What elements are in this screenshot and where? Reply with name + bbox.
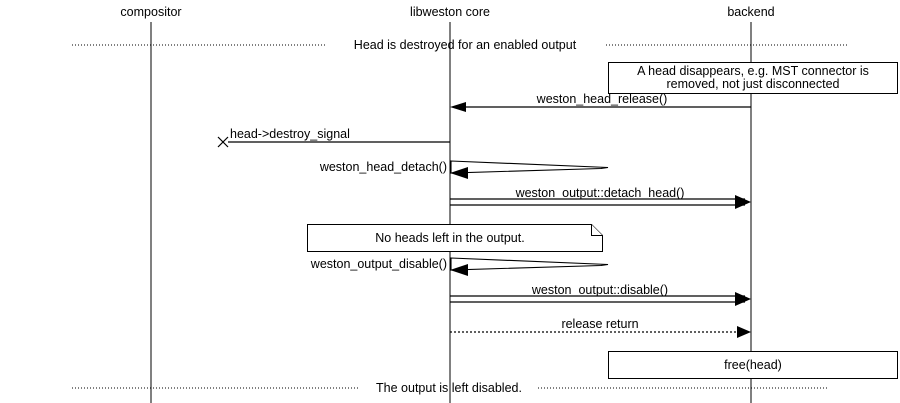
message-weston-head-release-arrowhead bbox=[450, 102, 466, 112]
note-no-heads-left: No heads left in the output. bbox=[307, 224, 603, 252]
separator-bottom: The output is left disabled. bbox=[72, 381, 828, 395]
message-weston-output-disable-backend-label: weston_output::disable() bbox=[531, 283, 668, 297]
separator-top: Head is destroyed for an enabled output bbox=[72, 38, 848, 52]
message-release-return-arrowhead bbox=[737, 326, 751, 338]
note-free-head-box bbox=[608, 351, 898, 379]
message-weston-head-release: weston_head_release() bbox=[450, 92, 751, 112]
actor-label-compositor: compositor bbox=[120, 5, 181, 19]
separator-top-label: Head is destroyed for an enabled output bbox=[354, 38, 577, 52]
message-weston-head-detach-wedge bbox=[450, 160, 609, 174]
note-mst-connector: A head disappears, e.g. MST connector is… bbox=[608, 62, 898, 94]
message-weston-output-disable-backend: weston_output::disable() bbox=[450, 283, 751, 306]
message-weston-output-disable-backend-arrowhead bbox=[735, 292, 751, 306]
note-no-heads-left-fold bbox=[591, 224, 603, 236]
note-mst-connector-box bbox=[608, 62, 898, 94]
message-weston-output-detach-head-label: weston_output::detach_head() bbox=[515, 186, 685, 200]
note-no-heads-left-label: No heads left in the output. bbox=[375, 231, 524, 245]
note-free-head-label: free(head) bbox=[724, 358, 782, 372]
message-weston-head-detach-label: weston_head_detach() bbox=[319, 160, 447, 174]
separator-bottom-label: The output is left disabled. bbox=[376, 381, 522, 395]
message-head-destroy-signal: head->destroy_signal bbox=[217, 127, 450, 148]
message-weston-output-disable-arrowhead bbox=[450, 264, 468, 276]
note-no-heads-left-box bbox=[307, 224, 603, 252]
actor-label-backend: backend bbox=[727, 5, 774, 19]
actor-label-libweston-core: libweston core bbox=[410, 5, 490, 19]
message-head-destroy-signal-lost-marker bbox=[217, 136, 229, 148]
message-weston-head-detach-arrowhead bbox=[450, 167, 468, 179]
actor-headers: compositor libweston core backend bbox=[120, 5, 774, 19]
message-weston-head-detach: weston_head_detach() bbox=[319, 160, 609, 179]
note-mst-connector-line-2: removed, not just disconnected bbox=[666, 77, 839, 91]
message-weston-output-detach-head-arrowhead bbox=[735, 195, 751, 209]
message-weston-output-disable: weston_output_disable() bbox=[310, 257, 609, 276]
note-free-head: free(head) bbox=[608, 351, 898, 379]
message-weston-output-detach-head: weston_output::detach_head() bbox=[450, 186, 751, 209]
note-mst-connector-line-1: A head disappears, e.g. MST connector is bbox=[637, 64, 869, 78]
message-weston-output-disable-label: weston_output_disable() bbox=[310, 257, 447, 271]
message-release-return-label: release return bbox=[561, 317, 638, 331]
message-weston-head-release-label: weston_head_release() bbox=[536, 92, 668, 106]
message-head-destroy-signal-label: head->destroy_signal bbox=[230, 127, 350, 141]
message-weston-output-disable-wedge bbox=[450, 257, 609, 271]
message-release-return: release return bbox=[450, 317, 751, 338]
